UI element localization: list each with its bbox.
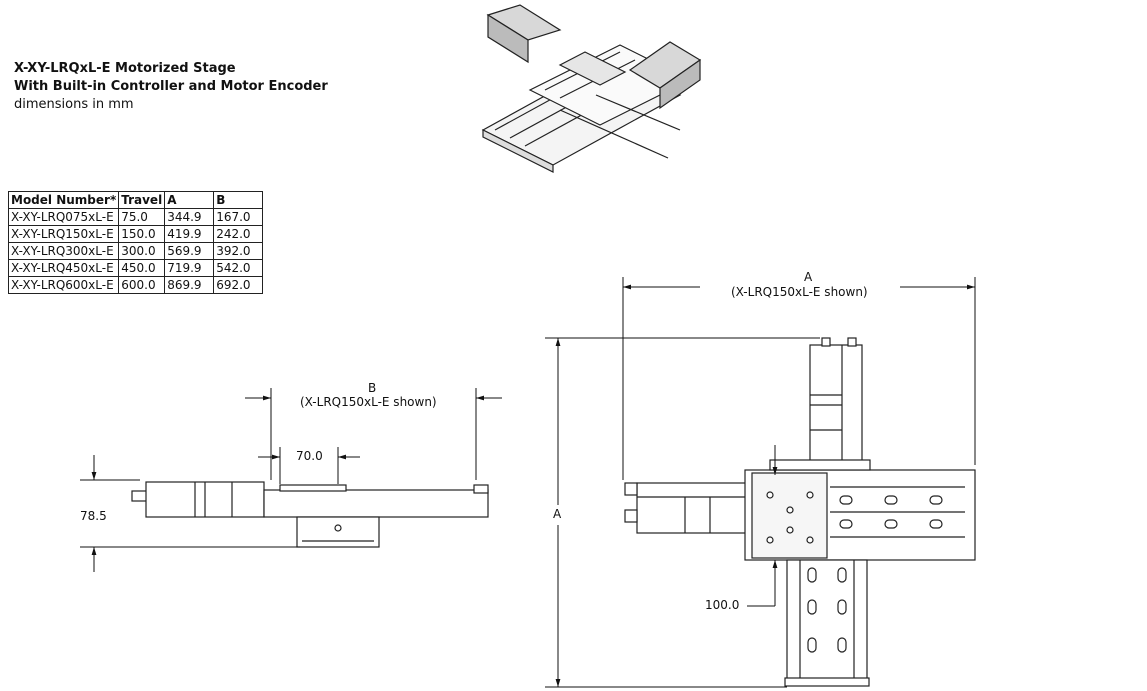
side-dim-70: 70.0 bbox=[296, 449, 323, 463]
top-dim-a-label: A bbox=[804, 270, 813, 284]
header-model-number: Model Number* bbox=[7, 191, 120, 209]
cell-b: 692.0 bbox=[213, 276, 264, 294]
top-view-dimensions bbox=[545, 277, 976, 688]
side-view-stage bbox=[131, 481, 489, 548]
side-dim-b-label: B bbox=[368, 381, 377, 395]
table-row: X-XY-LRQ600xL-E 600.0 869.9 692.0 bbox=[7, 276, 264, 294]
cell-model: X-XY-LRQ150xL-E bbox=[7, 225, 120, 243]
header-b: B bbox=[213, 191, 264, 209]
side-view-dimensions bbox=[80, 388, 502, 572]
cell-a: 719.9 bbox=[164, 259, 215, 277]
title-block: X-XY-LRQxL-E Motorized Stage With Built-… bbox=[14, 60, 328, 114]
table-row: X-XY-LRQ450xL-E 450.0 719.9 542.0 bbox=[7, 259, 264, 277]
side-dim-height: 78.5 bbox=[80, 509, 107, 523]
side-dim-b-note: (X-LRQ150xL-E shown) bbox=[300, 395, 437, 409]
cell-model: X-XY-LRQ600xL-E bbox=[7, 276, 120, 294]
table-row: X-XY-LRQ300xL-E 300.0 569.9 392.0 bbox=[7, 242, 264, 260]
top-dim-a-vertical: A bbox=[553, 507, 562, 521]
top-view-stage bbox=[624, 337, 976, 687]
top-dim-a-note: (X-LRQ150xL-E shown) bbox=[731, 285, 868, 299]
product-title: X-XY-LRQxL-E Motorized Stage bbox=[14, 61, 236, 76]
cell-travel: 600.0 bbox=[118, 276, 166, 294]
cell-a: 344.9 bbox=[164, 208, 215, 226]
cell-travel: 450.0 bbox=[118, 259, 166, 277]
top-dim-100: 100.0 bbox=[705, 598, 740, 612]
model-dimension-table: Model Number* Travel A B X-XY-LRQ075xL-E… bbox=[7, 191, 264, 294]
units-note: dimensions in mm bbox=[14, 97, 134, 112]
table-header-row: Model Number* Travel A B bbox=[7, 191, 264, 209]
cell-a: 869.9 bbox=[164, 276, 215, 294]
cell-b: 167.0 bbox=[213, 208, 264, 226]
cell-b: 242.0 bbox=[213, 225, 264, 243]
isometric-stage-illustration bbox=[481, 4, 702, 173]
table-row: X-XY-LRQ150xL-E 150.0 419.9 242.0 bbox=[7, 225, 264, 243]
product-subtitle: With Built-in Controller and Motor Encod… bbox=[14, 79, 328, 94]
